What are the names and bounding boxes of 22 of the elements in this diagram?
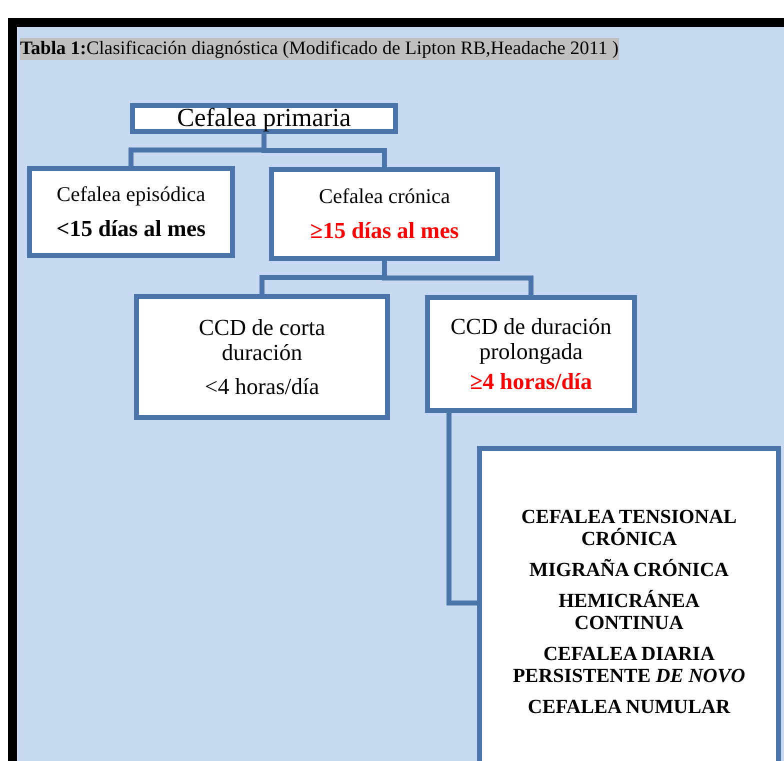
diagnosis-name: CEFALEA DIARIA PERSISTENTE DE NOVO [512,643,746,687]
classification-box [130,103,398,134]
frequency-label: ≥15 días al mes [310,218,459,244]
category-label: Cefalea crónica [318,184,450,208]
frequency-label: <4 horas/día [204,374,320,399]
classification-box [27,166,235,258]
classification-box [425,295,637,413]
classification-box [134,294,390,420]
category-label: CCD de duración prolongada [450,314,612,365]
classification-box [477,446,781,761]
table-caption: Tabla 1:Clasificación diagnóstica (Modificado de Lipton RB,Headache 2011 ) [20,38,619,60]
classification-box [269,167,500,261]
frequency-label: ≥4 horas/día [470,368,592,394]
category-label: Cefalea primaria [177,104,351,133]
category-label: Cefalea episódica [56,182,206,206]
connector-line [446,413,477,606]
diagnosis-name: CEFALEA TENSIONAL CRÓNICA [520,506,738,550]
diagnosis-name: HEMICRÁNEA CONTINUA [557,590,701,634]
frequency-label: <15 días al mes [56,216,206,242]
diagnosis-name: CEFALEA NUMULAR [528,696,730,718]
diagnosis-name: MIGRAÑA CRÓNICA [529,559,729,581]
category-label: CCD de corta duración [198,315,326,366]
